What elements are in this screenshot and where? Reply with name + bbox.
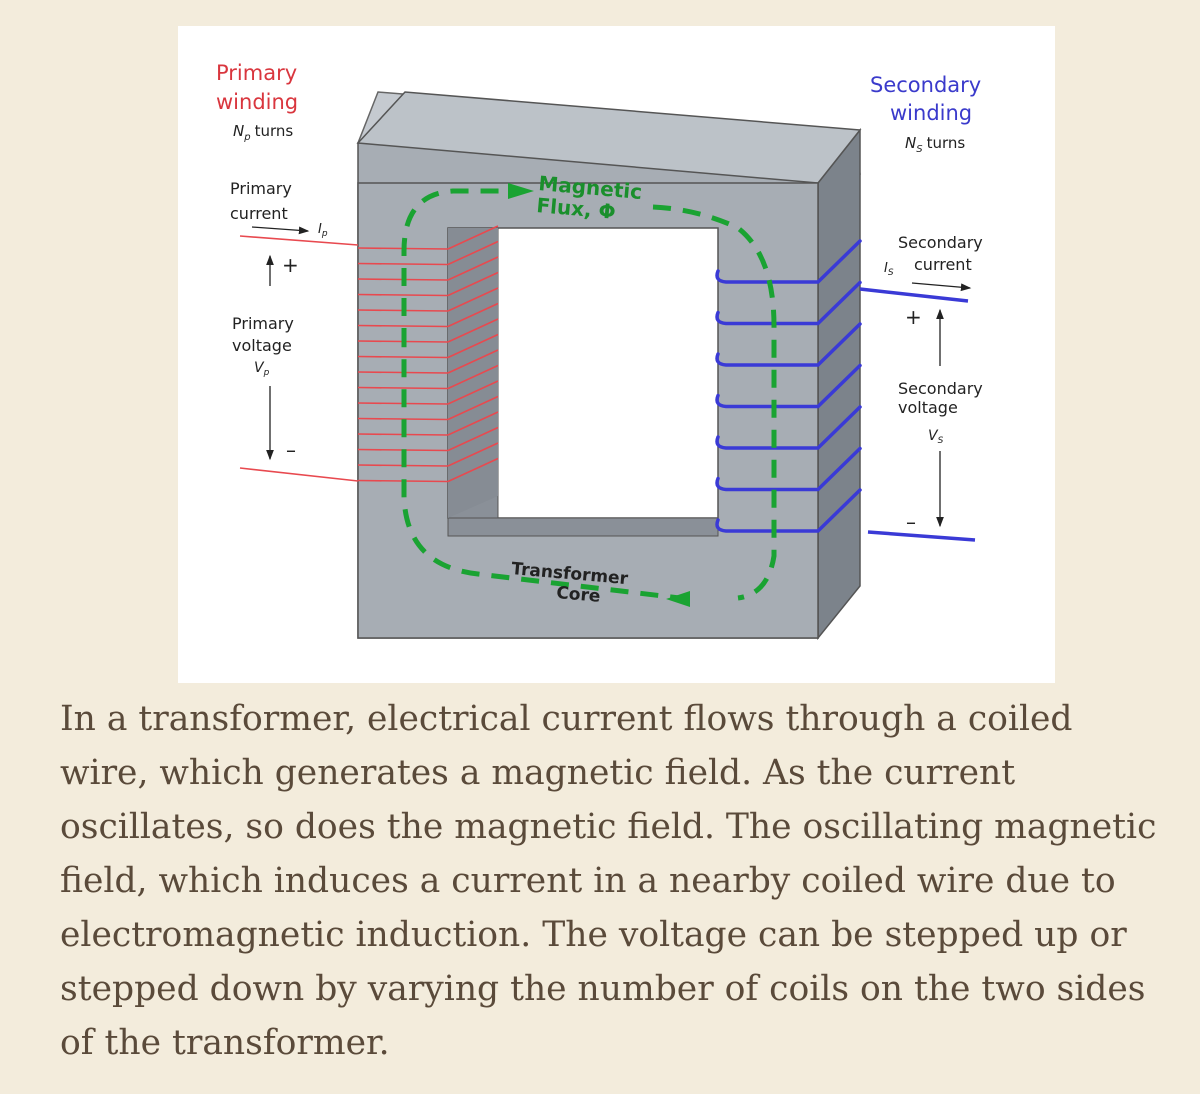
primary-plus: + [282, 253, 299, 277]
secondary-minus: – [906, 510, 916, 534]
primary-coil-diagonal [447, 256, 499, 281]
secondary-coil-turn [715, 446, 862, 492]
secondary-winding-title-2: winding [890, 101, 972, 125]
primary-coil-diagonal [447, 457, 499, 483]
primary-coil-diagonal [447, 318, 499, 343]
primary-lead-top [239, 235, 359, 246]
primary-coil-diagonal [447, 426, 499, 452]
primary-coil-diagonal [447, 333, 499, 359]
secondary-coil-turn [715, 488, 862, 533]
primary-current-symbol: Ip [318, 222, 328, 239]
primary-coil-turn [357, 324, 449, 328]
caption-text: In a transformer, electrical current flo… [60, 699, 1157, 1063]
primary-coil-diagonal [447, 442, 499, 467]
primary-coil-diagonal [447, 240, 499, 266]
primary-coil-diagonal [447, 349, 499, 374]
secondary-current-label-2: current [914, 255, 972, 274]
secondary-voltage-symbol: VS [928, 428, 944, 446]
primary-minus: – [286, 438, 296, 462]
secondary-coil-turn [715, 239, 862, 284]
primary-coil-turn [357, 293, 449, 297]
secondary-voltage-label-2: voltage [898, 398, 958, 417]
primary-coil-diagonal [447, 411, 499, 436]
magnetic-flux-path [401, 188, 777, 602]
flux-arrow-top [508, 183, 534, 199]
secondary-coil-turn [715, 363, 862, 409]
secondary-current-arrow [911, 282, 972, 292]
secondary-current-label-1: Secondary [898, 233, 983, 252]
secondary-current-symbol: IS [884, 261, 894, 278]
primary-coil-diagonal [447, 364, 499, 390]
core-window-bottom-inner [447, 517, 719, 537]
primary-coil-diagonal [447, 302, 499, 328]
primary-current-arrow [251, 226, 310, 235]
primary-coil-diagonal [447, 395, 499, 421]
primary-coil-turn [357, 262, 449, 266]
primary-coil-diagonal [447, 380, 499, 405]
flux-arrow-bottom [666, 591, 690, 607]
primary-voltage-label-2: voltage [232, 336, 292, 355]
primary-current-label-2: current [230, 204, 288, 223]
primary-coil-diagonal [447, 287, 499, 312]
primary-current-label-1: Primary [230, 179, 292, 198]
core-window-shadow [448, 228, 498, 518]
secondary-lead-top [859, 287, 969, 303]
secondary-coil-turn [715, 322, 862, 367]
primary-coil-diagonal [447, 271, 499, 297]
primary-coil-turn [357, 355, 449, 359]
primary-coil-diagonal [447, 225, 499, 250]
primary-voltage-label-1: Primary [232, 314, 294, 333]
primary-coil-turn [357, 417, 449, 421]
core-top [356, 91, 862, 184]
primary-lead-bottom [239, 467, 359, 482]
secondary-winding-title-1: Secondary [870, 73, 981, 97]
secondary-coil-turn [715, 280, 862, 326]
primary-coil [357, 225, 499, 483]
secondary-lead-bottom [867, 530, 976, 542]
primary-coil-turn [357, 386, 449, 390]
core-label-2: Core [556, 583, 602, 607]
secondary-coil [715, 239, 862, 533]
primary-winding-title-1: Primary [216, 61, 297, 85]
primary-voltage-symbol: Vp [254, 360, 270, 378]
secondary-coil-turn [715, 405, 862, 450]
primary-winding-title-2: winding [216, 90, 298, 114]
secondary-voltage-label-1: Secondary [898, 379, 983, 398]
secondary-plus: + [905, 305, 922, 329]
